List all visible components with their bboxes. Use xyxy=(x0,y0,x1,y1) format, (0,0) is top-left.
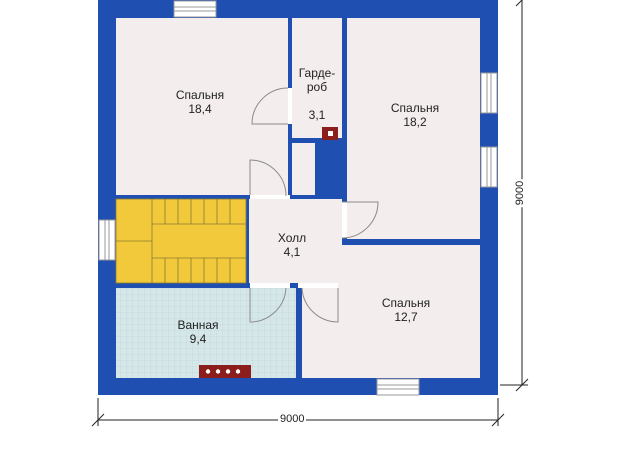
window-right-mid xyxy=(480,146,498,188)
window-right-top xyxy=(480,72,498,114)
room-area: 18,4 xyxy=(188,102,212,116)
room-name: Спальня xyxy=(175,88,225,102)
floor-bedroom-3 xyxy=(302,245,480,378)
room-name: Холл xyxy=(277,231,307,245)
door-bedroom-1 xyxy=(251,87,292,125)
room-label-bedroom-2: Спальня 18,2 xyxy=(375,101,455,129)
floor-bedroom-1 xyxy=(116,18,288,195)
door-bathroom xyxy=(249,283,290,323)
room-area: 18,2 xyxy=(403,115,427,129)
dimension-width-label: 9000 xyxy=(278,413,307,425)
room-label-bedroom-3: Спальня 12,7 xyxy=(366,296,446,324)
room-area: 4,1 xyxy=(283,245,301,259)
window-left xyxy=(98,219,116,261)
dimension-height-label: 9000 xyxy=(514,178,527,208)
room-area: 9,4 xyxy=(189,332,207,346)
room-label-hall: Холл 4,1 xyxy=(262,231,322,259)
room-name: Гарде- роб xyxy=(298,66,336,94)
door-bedroom-2 xyxy=(341,201,379,239)
door-corridor xyxy=(249,159,290,199)
floor-wardrobe xyxy=(292,18,342,138)
door-bedroom-3 xyxy=(298,283,339,323)
room-label-bathroom: Ванная 9,4 xyxy=(158,318,238,346)
floor-bathroom xyxy=(116,288,296,378)
window-top xyxy=(173,0,217,18)
staircase xyxy=(115,198,247,284)
room-name: Ванная xyxy=(177,318,219,332)
window-bottom xyxy=(376,378,420,396)
room-name: Спальня xyxy=(381,296,431,310)
radiator-bathroom xyxy=(199,365,251,378)
room-label-wardrobe: Гарде- роб 3,1 xyxy=(290,52,344,136)
room-area: 12,7 xyxy=(394,310,418,324)
room-area: 3,1 xyxy=(308,108,326,122)
room-label-bedroom-1: Спальня 18,4 xyxy=(160,88,240,116)
floor-corridor xyxy=(292,143,315,195)
room-name: Спальня xyxy=(390,101,440,115)
